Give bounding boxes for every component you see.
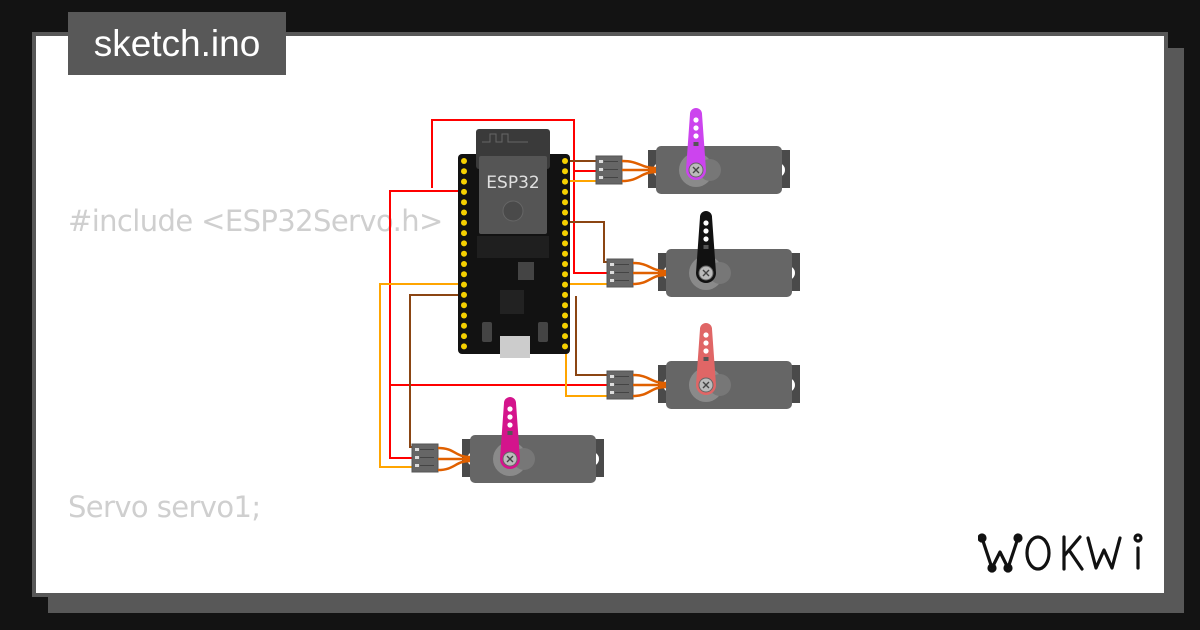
wokwi-logo: [978, 533, 1143, 573]
wire-signal-servo3: [565, 305, 607, 397]
board-pin[interactable]: [461, 230, 467, 237]
code-editor: #include <ESP32Servo.h> Servo servo1; Se…: [68, 102, 443, 593]
servo-1[interactable]: [648, 146, 790, 194]
board-pin[interactable]: [461, 168, 467, 175]
board-pin[interactable]: [562, 302, 568, 309]
wires: [379, 119, 607, 468]
board-pin[interactable]: [461, 302, 467, 309]
board-pin[interactable]: [562, 333, 568, 340]
servo-2-connector: [606, 258, 634, 288]
board-pin[interactable]: [461, 188, 467, 195]
board-pin[interactable]: [461, 219, 467, 226]
board-pin[interactable]: [562, 209, 568, 216]
board-pin[interactable]: [461, 158, 467, 164]
servo-4-connector: [411, 443, 439, 473]
board-pin[interactable]: [461, 271, 467, 278]
board-pin[interactable]: [562, 261, 568, 267]
servo-2[interactable]: [658, 249, 800, 297]
board-pin[interactable]: [461, 281, 467, 288]
board-pin[interactable]: [562, 219, 568, 226]
board-pin[interactable]: [562, 271, 568, 278]
code-line: #include <ESP32Servo.h>: [68, 203, 443, 238]
board-pin[interactable]: [562, 281, 568, 288]
board-pin[interactable]: [562, 178, 568, 185]
wire-signal-servo4: [379, 283, 466, 468]
wire-ground-servo3: [575, 296, 607, 376]
servo-1-connector: [595, 155, 623, 185]
servo-4[interactable]: [462, 435, 604, 483]
board-pin[interactable]: [461, 312, 467, 319]
board-pin[interactable]: [461, 333, 467, 340]
servo-horn-2[interactable]: [696, 211, 716, 283]
board-pin[interactable]: [461, 261, 467, 267]
board-pin[interactable]: [562, 240, 568, 247]
board-pin[interactable]: [461, 291, 467, 298]
esp32-board[interactable]: ESP32: [458, 129, 570, 358]
servo-horn-3[interactable]: [696, 323, 716, 395]
board-pin[interactable]: [461, 250, 467, 257]
wire-power-servo4: [389, 385, 412, 459]
servo-3-connector: [606, 370, 634, 400]
board-pin[interactable]: [461, 322, 467, 329]
servo-horn-4[interactable]: [500, 397, 520, 469]
board-pin[interactable]: [562, 250, 568, 257]
board-pin[interactable]: [562, 230, 568, 237]
servo-3[interactable]: [658, 361, 800, 409]
board-pin[interactable]: [562, 168, 568, 175]
servo-horn-1[interactable]: [686, 108, 706, 180]
code-line: Servo servo1;: [68, 490, 261, 525]
wire-ground-servo4: [409, 294, 466, 448]
file-tab[interactable]: sketch.ino: [68, 12, 286, 75]
board-pin[interactable]: [562, 343, 568, 350]
board-pin[interactable]: [461, 240, 467, 247]
wire-power-servo3: [389, 190, 607, 386]
board-label: ESP32: [486, 173, 539, 193]
board-pin[interactable]: [461, 199, 467, 206]
wire-ground-servo2: [566, 221, 607, 263]
wire-power-servo1: [431, 119, 596, 188]
wire-power-servo2: [573, 171, 607, 274]
board-pin[interactable]: [562, 322, 568, 329]
board-pin[interactable]: [461, 209, 467, 216]
board-pin[interactable]: [562, 312, 568, 319]
editor-preview: #include <ESP32Servo.h> Servo servo1; Se…: [36, 36, 1164, 593]
board-pin[interactable]: [461, 178, 467, 185]
board-pin[interactable]: [562, 158, 568, 164]
board-pin[interactable]: [562, 291, 568, 298]
board-pin[interactable]: [461, 343, 467, 350]
board-pin[interactable]: [562, 188, 568, 195]
board-pin[interactable]: [562, 199, 568, 206]
